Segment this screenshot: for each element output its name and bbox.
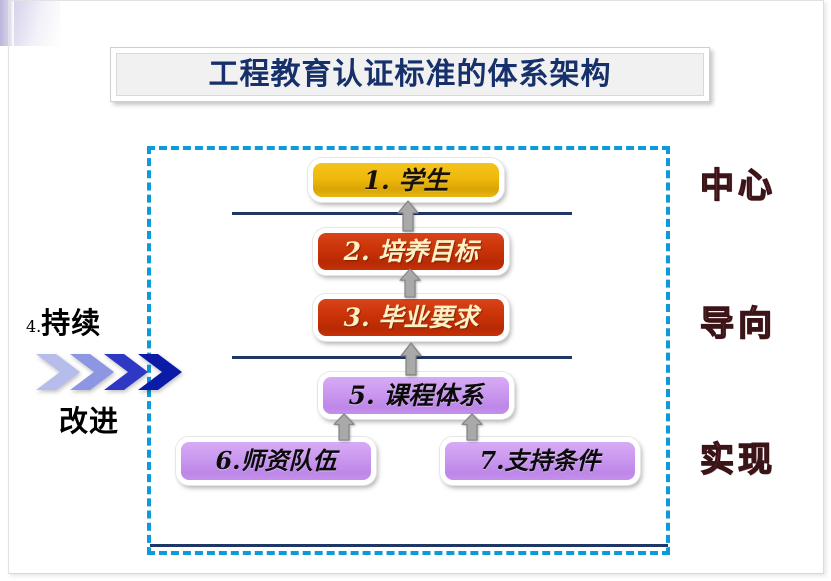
up-arrow-icon bbox=[332, 413, 356, 441]
chevron-arrows-icon bbox=[34, 350, 194, 394]
continuous-improvement-text1: 持续 bbox=[41, 306, 102, 340]
node-graduation-requirement-label: 3. 毕业要求 bbox=[343, 303, 479, 332]
node-training-objective-label: 2. 培养目标 bbox=[343, 237, 479, 266]
up-arrow-icon bbox=[396, 200, 420, 232]
side-label-center: 中心 bbox=[699, 165, 776, 206]
title-box: 工程教育认证标准的体系架构 bbox=[116, 53, 704, 96]
node-faculty-team-label: 6.师资队伍 bbox=[215, 446, 337, 475]
node-student-label: 1. 学生 bbox=[363, 165, 449, 195]
continuous-improvement-line1: 4.持续 bbox=[26, 300, 186, 342]
dashed-container bbox=[147, 146, 670, 555]
up-arrow-icon bbox=[460, 413, 484, 441]
node-support-conditions-label: 7.支持条件 bbox=[479, 446, 601, 475]
node-training-objective[interactable]: 2. 培养目标 bbox=[313, 228, 509, 275]
node-faculty-team[interactable]: 6.师资队伍 bbox=[176, 437, 376, 485]
node-curriculum-system[interactable]: 5. 课程体系 bbox=[318, 372, 514, 419]
side-label-realization: 实现 bbox=[699, 439, 776, 480]
corner-gradient-decoration bbox=[0, 0, 60, 46]
side-label-orientation: 导向 bbox=[699, 303, 776, 344]
continuous-improvement-text2: 改进 bbox=[59, 404, 120, 438]
continuous-improvement-group: 4.持续 改进 bbox=[26, 300, 191, 455]
divider-line-bottom bbox=[150, 544, 668, 547]
divider-line-middle bbox=[232, 356, 572, 359]
continuous-improvement-number: 4. bbox=[26, 317, 42, 336]
up-arrow-icon bbox=[399, 342, 423, 376]
continuous-improvement-line2: 改进 bbox=[59, 398, 119, 440]
node-curriculum-system-label: 5. 课程体系 bbox=[348, 381, 484, 410]
node-student[interactable]: 1. 学生 bbox=[308, 158, 504, 202]
node-graduation-requirement[interactable]: 3. 毕业要求 bbox=[313, 294, 509, 341]
up-arrow-icon bbox=[398, 268, 422, 298]
page-title: 工程教育认证标准的体系架构 bbox=[208, 56, 612, 92]
node-support-conditions[interactable]: 7.支持条件 bbox=[440, 437, 640, 485]
corner-gradient-edge-decoration bbox=[0, 0, 14, 46]
